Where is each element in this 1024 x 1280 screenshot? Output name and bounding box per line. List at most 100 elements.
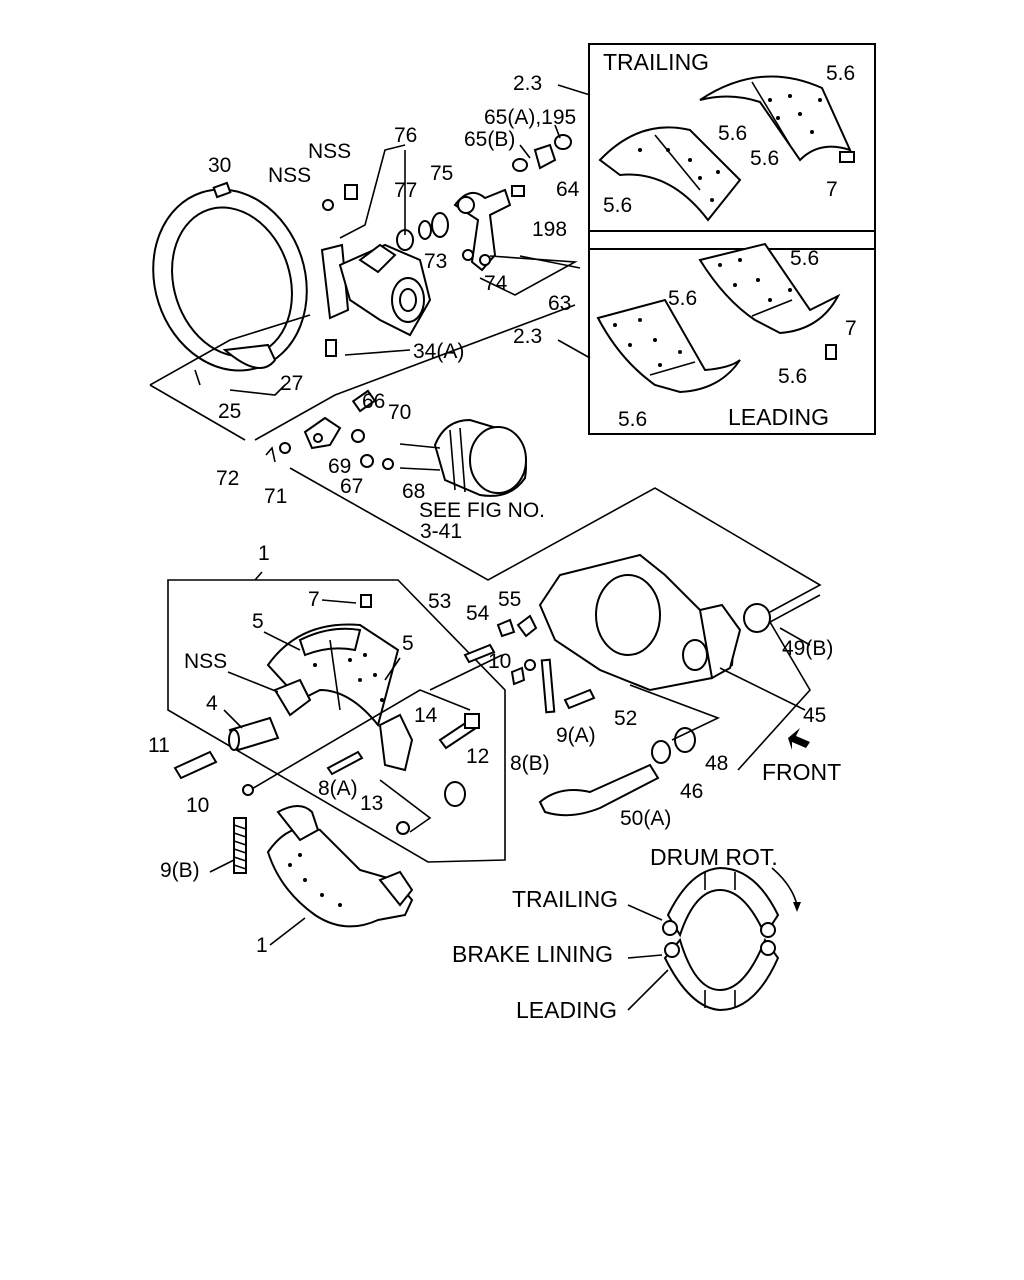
label-1-bottom: 1 [256, 934, 268, 957]
label-73: 73 [424, 250, 447, 273]
label-68: 68 [402, 480, 425, 503]
label-46: 46 [680, 780, 703, 803]
label-7: 7 [308, 588, 320, 611]
label-65b: 65(B) [464, 128, 515, 151]
label-67: 67 [340, 475, 363, 498]
washer-46 [651, 740, 671, 764]
label-48: 48 [705, 752, 728, 775]
label-10-a: 10 [186, 794, 209, 817]
leading-panel: LEADING 5.6 5.6 5.6 5.6 7 [588, 230, 876, 435]
anchor-pin-4 [228, 716, 280, 752]
trailing-panel: TRAILING 5.6 5.6 5.6 5.6 7 [588, 43, 876, 250]
label-77: 77 [394, 179, 417, 202]
label-9b: 9(B) [160, 859, 200, 882]
label-52: 52 [614, 707, 637, 730]
bolt-34a [325, 339, 337, 357]
label-trailing-5-6-d: 5.6 [603, 194, 632, 217]
front-arrow-icon [788, 728, 810, 750]
spring-9a [540, 658, 556, 714]
label-13: 13 [360, 792, 383, 815]
label-66: 66 [362, 390, 385, 413]
nut-65a [554, 134, 572, 150]
washer-10-b [524, 659, 536, 671]
nss-bolt-2 [344, 184, 358, 200]
label-2-3-bottom: 2.3 [513, 325, 542, 348]
label-leading-5-6-b: 5.6 [668, 287, 697, 310]
clevis-69 [303, 416, 342, 450]
trailing-lining-upper [699, 75, 852, 162]
plate-64 [533, 143, 557, 170]
leading-panel-title: LEADING [728, 404, 829, 430]
label-54: 54 [466, 602, 490, 625]
label-10-b: 10 [488, 650, 511, 673]
leading-lining-lower [596, 298, 741, 394]
slack-adjuster-63 [453, 188, 512, 272]
label-27: 27 [280, 372, 303, 395]
label-leading-7: 7 [845, 317, 857, 340]
cotter-72 [265, 446, 276, 463]
backing-plate [152, 188, 308, 372]
label-50a: 50(A) [620, 807, 671, 830]
leading-rivet [825, 344, 837, 360]
label-74: 74 [484, 272, 508, 295]
pin-8a [326, 750, 364, 776]
bolt-30 [212, 181, 232, 199]
nss-washer-1 [322, 199, 334, 211]
label-drum-rot: DRUM ROT. [650, 844, 778, 870]
label-72: 72 [216, 467, 239, 490]
bolt-53 [463, 643, 496, 664]
label-75: 75 [430, 162, 453, 185]
drum-rotation-inset: DRUM ROT. TRAILING BRAKE LINING LEADING [452, 844, 801, 1023]
label-nss-1: NSS [268, 164, 311, 187]
see-fig-line-2: 3-41 [420, 520, 462, 543]
washer-68 [382, 458, 394, 470]
label-trailing-5-6-c: 5.6 [750, 147, 779, 170]
label-nss-2: NSS [308, 140, 351, 163]
pin-8b [510, 666, 526, 686]
label-leading: LEADING [516, 997, 617, 1023]
nut-70 [351, 429, 365, 443]
trailing-lining-lower [598, 126, 742, 222]
label-45: 45 [803, 704, 826, 727]
label-trailing-5-6-b: 5.6 [718, 122, 747, 145]
camshaft-bracket [320, 243, 432, 337]
label-198: 198 [532, 218, 567, 241]
label-30: 30 [208, 154, 231, 177]
label-71: 71 [264, 485, 287, 508]
seal-75 [418, 212, 449, 240]
label-1-top: 1 [258, 542, 270, 565]
label-5-a: 5 [252, 610, 264, 633]
label-8b: 8(B) [510, 752, 550, 775]
camshaft-50a [538, 763, 660, 817]
washer-65b [512, 158, 528, 172]
label-25: 25 [218, 400, 241, 423]
label-64: 64 [556, 178, 580, 201]
clip-13 [396, 821, 410, 835]
pin-73 [462, 249, 474, 261]
label-9a: 9(A) [556, 724, 596, 747]
clip-55 [516, 614, 538, 638]
label-8a: 8(A) [318, 777, 358, 800]
washer-10-a [242, 784, 254, 796]
bushing-49b [743, 603, 771, 633]
label-55: 55 [498, 588, 521, 611]
label-69: 69 [328, 455, 351, 478]
pin-66 [351, 389, 377, 413]
label-5-b: 5 [402, 632, 414, 655]
roller-11 [173, 750, 218, 780]
brake-shoe-assembly-lower [266, 805, 414, 928]
trailing-panel-title: TRAILING [603, 49, 709, 75]
label-70: 70 [388, 401, 411, 424]
washer-71 [279, 442, 291, 454]
brake-shoe-upper [266, 623, 414, 772]
bolt-52 [563, 688, 596, 710]
label-leading-5-6-d: 5.6 [618, 408, 647, 431]
label-trailing-5-6-a: 5.6 [826, 62, 855, 85]
label-trailing-7: 7 [826, 178, 838, 201]
brake-chamber [399, 418, 527, 497]
lock-54 [496, 618, 516, 638]
label-4: 4 [206, 692, 218, 715]
label-65a-195: 65(A),195 [484, 106, 576, 129]
spring-9b [233, 817, 247, 874]
label-leading-5-6-c: 5.6 [778, 365, 807, 388]
